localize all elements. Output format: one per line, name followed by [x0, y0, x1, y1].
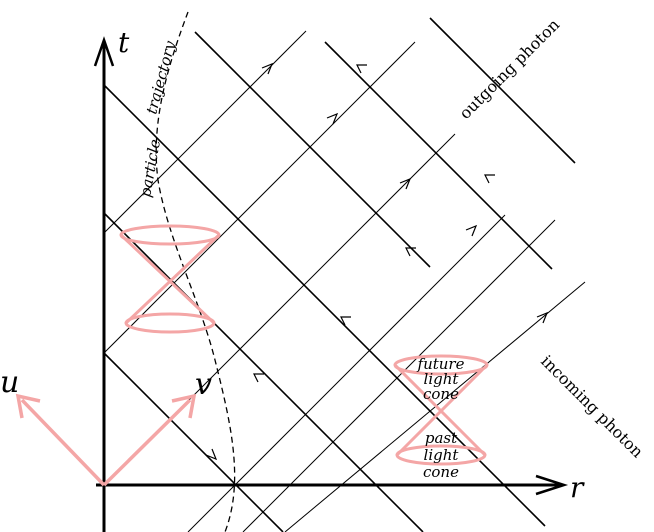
particle-trajectory [155, 11, 236, 532]
arrow-up-left [484, 174, 495, 184]
incoming-line [324, 41, 553, 270]
v-vector [102, 398, 192, 487]
u-vector-arrowhead [15, 393, 41, 419]
arrow-up-left [253, 373, 264, 383]
incoming-line [194, 31, 431, 268]
arrow-up-right [465, 224, 478, 237]
past-cone-label-3: cone [423, 463, 459, 481]
outgoing-line [103, 30, 307, 234]
t-axis-label: t [118, 26, 130, 59]
v-vector-label: v [195, 367, 212, 402]
cone-bottom-ellipse [124, 312, 216, 334]
light-cone-particle [119, 224, 221, 334]
photon-arrows [205, 62, 549, 461]
arrow-up-left [205, 448, 218, 461]
outgoing-line [187, 214, 506, 532]
trajectory-label: trajectory [142, 39, 179, 116]
future-cone-label-1: future [417, 355, 465, 373]
past-cone-label-2: light [424, 446, 460, 464]
outgoing-photon-lines [103, 30, 586, 532]
future-cone-label-3: cone [423, 385, 459, 403]
outgoing-photon-label: outgoing photon [455, 15, 563, 123]
arrow-up-right [261, 62, 274, 75]
cone-edge [124, 233, 221, 325]
incoming-line [103, 212, 424, 532]
u-vector-label: u [0, 365, 19, 400]
incoming-photon-label: incoming photon [537, 351, 647, 461]
axes [93, 36, 569, 532]
incoming-line [103, 352, 284, 532]
arrow-up-left [356, 64, 367, 74]
outgoing-line [103, 41, 416, 354]
r-axis-arrowhead [535, 474, 569, 496]
cone-edge [395, 363, 489, 457]
future-cone-label-2: light [424, 370, 460, 388]
t-axis-arrowhead [93, 36, 115, 67]
v-vector-arrowhead [171, 393, 197, 419]
arrow-up-right [536, 311, 549, 324]
arrow-up-left [340, 316, 351, 326]
arrow-up-left [405, 247, 416, 257]
light-cone-annotated [393, 354, 489, 466]
u-vector [20, 398, 106, 487]
r-axis-label: r [570, 471, 585, 504]
incoming-line [103, 84, 546, 527]
arrow-up-right [326, 112, 339, 125]
uv-vectors [15, 393, 197, 487]
arrow-up-right [399, 177, 412, 190]
incoming-line [429, 17, 576, 164]
outgoing-line [242, 219, 556, 532]
past-cone-label-1: past [425, 429, 458, 447]
incoming-photon-lines [103, 17, 576, 532]
cone-edge [119, 233, 216, 325]
